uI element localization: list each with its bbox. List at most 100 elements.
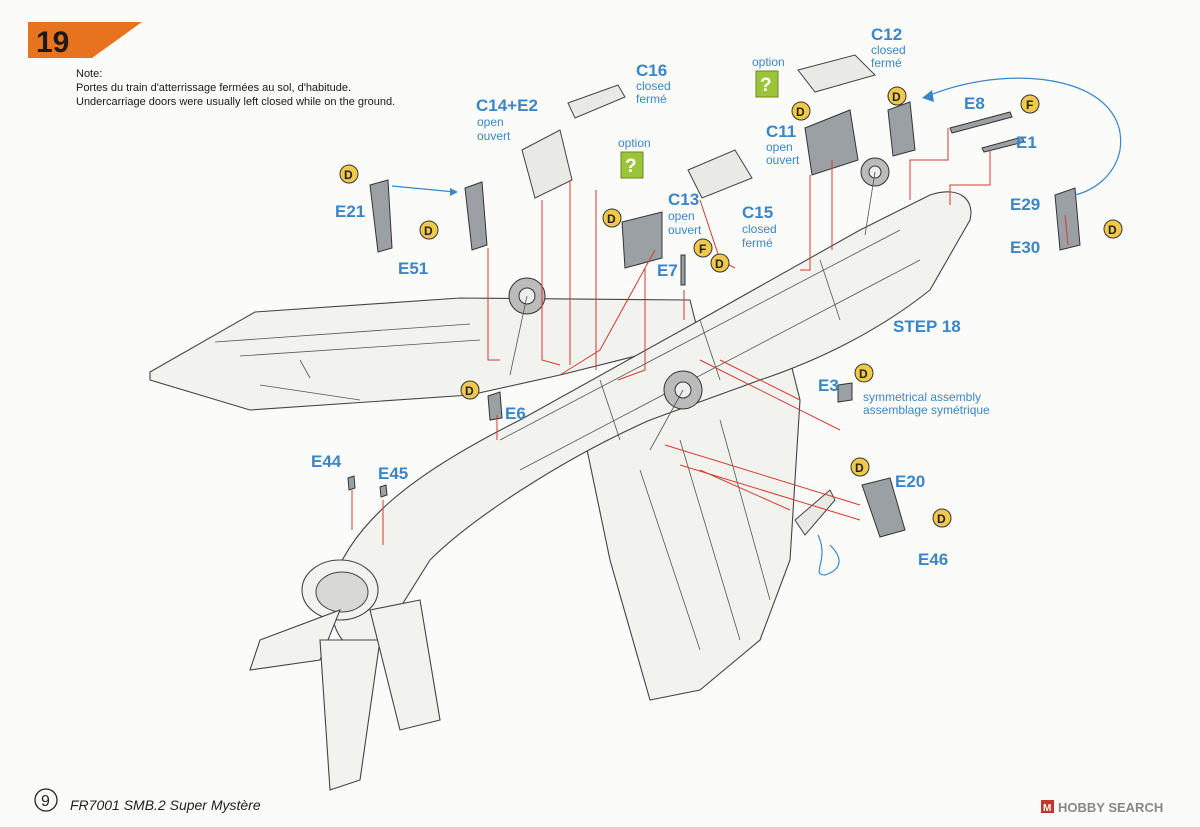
aircraft-drawing [149, 157, 972, 791]
label-e51: E51 [398, 259, 428, 278]
label-e8: E8 [964, 94, 985, 113]
page-number-circle [34, 788, 58, 812]
watermark: M HOBBY SEARCH [1041, 800, 1163, 815]
ventral-fin [319, 639, 381, 791]
label-e30: E30 [1010, 238, 1040, 257]
step-header: 19 [28, 22, 142, 59]
marker-d-e46: D [932, 508, 952, 528]
label-e29: E29 [1010, 195, 1040, 214]
label-e45: E45 [378, 464, 408, 483]
marker-d-e51: D [419, 220, 439, 240]
part-c12-door [797, 54, 876, 93]
part-labels: C16 closed fermé C14+E2 open ouvert C12 … [311, 25, 1040, 569]
label-c14-e2: C14+E2 [476, 96, 538, 115]
step-number: 19 [36, 26, 69, 59]
label-c16: C16 [636, 61, 667, 80]
marker-d-e7: D [710, 253, 730, 273]
watermark-logo-icon [1041, 800, 1054, 813]
svg-text:D: D [796, 105, 805, 119]
part-e7-strut [680, 254, 686, 286]
part-e1-rod [981, 136, 1025, 153]
part-e45-pin [379, 484, 388, 498]
symmetry-note-en: symmetrical assembly [863, 390, 981, 404]
step-reference: STEP 18 [893, 317, 961, 336]
svg-text:D: D [607, 212, 616, 226]
marker-d-c13: D [602, 208, 622, 228]
label-c14-state-fr: ouvert [477, 129, 511, 143]
label-c13-state: open [668, 209, 695, 223]
marker-d-e20: D [850, 457, 870, 477]
right-tailplane [369, 599, 441, 731]
label-c16-state-fr: fermé [636, 92, 667, 106]
part-c13-door [621, 211, 663, 269]
svg-text:D: D [892, 90, 901, 104]
svg-text:D: D [344, 168, 353, 182]
marker-d-e29: D [1103, 219, 1123, 239]
label-e46: E46 [918, 550, 948, 569]
svg-text:D: D [424, 224, 433, 238]
note-english: Undercarriage doors were usually left cl… [76, 96, 395, 108]
label-e7: E7 [657, 261, 678, 280]
symmetry-note-fr: assemblage symétrique [863, 403, 990, 417]
parts-drawings [347, 54, 1081, 538]
svg-text:D: D [1108, 223, 1117, 237]
part-c16-door [567, 84, 626, 119]
part-e3-pin [837, 382, 853, 403]
option-icon [620, 151, 644, 179]
marker-d-e3: D [854, 363, 874, 383]
svg-text:M: M [1043, 803, 1051, 814]
svg-text:D: D [859, 367, 868, 381]
part-c15-door [687, 149, 753, 199]
label-c13-state-fr: ouvert [668, 223, 702, 237]
svg-text:D: D [715, 257, 724, 271]
label-c11: C11 [766, 122, 796, 141]
part-e29-door [1054, 187, 1081, 251]
part-e20-door [861, 477, 906, 538]
left-wing [149, 297, 701, 411]
left-tailplane [249, 609, 341, 671]
part-e6-pin [487, 391, 503, 421]
marker-f-e8: F [1020, 94, 1040, 114]
option-c12: option ? [752, 55, 785, 98]
footer: 9 FR7001 SMB.2 Super Mystère [34, 788, 261, 813]
airbrake [794, 489, 836, 536]
label-c12-state-fr: fermé [871, 56, 902, 70]
label-c15-state: closed [742, 222, 777, 236]
marker-f-e7: F [693, 238, 713, 258]
note-french: Portes du train d'atterrissage fermées a… [76, 82, 351, 94]
svg-text:F: F [1026, 98, 1033, 112]
part-nose-gear-door [887, 101, 916, 157]
svg-text:D: D [937, 512, 946, 526]
part-e8-rod [949, 111, 1013, 134]
part-c11-door [804, 109, 859, 176]
label-c11-state-fr: ouvert [766, 153, 800, 167]
svg-text:D: D [855, 461, 864, 475]
part-e44-pin [347, 475, 356, 491]
option-icon [755, 70, 779, 98]
fuselage [329, 191, 972, 649]
option-c15: option ? [618, 136, 651, 179]
note: Note: Portes du train d'atterrissage fer… [76, 68, 395, 108]
assembly-arrows [351, 77, 1122, 576]
label-c14-state: open [477, 115, 504, 129]
marker-d-e6: D [460, 380, 480, 400]
svg-text:F: F [699, 242, 706, 256]
part-e21-open [464, 181, 488, 251]
part-e21-door [369, 179, 393, 253]
glue-markers: D D D F D D D F [339, 86, 1123, 528]
label-c13: C13 [668, 190, 699, 209]
label-c15: C15 [742, 203, 773, 222]
label-c15-state-fr: fermé [742, 236, 773, 250]
option-label: option [752, 55, 785, 69]
part-c14-door [521, 129, 573, 199]
page-number: 9 [41, 793, 50, 810]
marker-d-c11: D [791, 101, 811, 121]
label-c16-state: closed [636, 79, 671, 93]
label-e20: E20 [895, 472, 925, 491]
marker-d-nose: D [887, 86, 907, 106]
watermark-text: HOBBY SEARCH [1058, 800, 1163, 815]
svg-text:?: ? [625, 156, 637, 177]
product-title: FR7001 SMB.2 Super Mystère [70, 797, 261, 813]
svg-text:?: ? [760, 75, 772, 96]
label-e21: E21 [335, 202, 365, 221]
